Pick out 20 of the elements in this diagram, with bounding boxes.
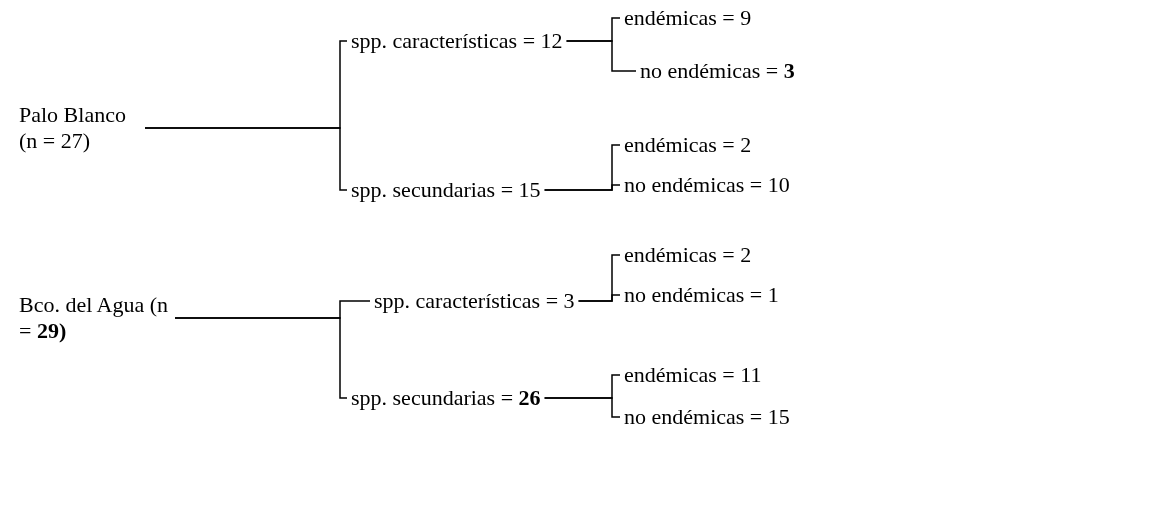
tree-label: spp. características = 3 [370,288,579,314]
bracket-connector [543,184,621,191]
tree-label: endémicas = 2 [620,132,756,158]
tree-label: no endémicas = 15 [620,404,794,430]
tree-label: endémicas = 2 [620,242,756,268]
tree-label: no endémicas = 10 [620,172,794,198]
tree-label: spp. secundarias = 15 [347,177,545,203]
bracket-connector [174,317,348,399]
tree-label: endémicas = 9 [620,5,756,31]
tree-label: endémicas = 11 [620,362,766,388]
tree-label: spp. secundarias = 26 [347,385,545,411]
tree-label: no endémicas = 3 [636,58,799,84]
bracket-connector [565,40,637,72]
tree-label: no endémicas = 1 [620,282,783,308]
bracket-connector [577,294,621,302]
bracket-connector [144,127,348,191]
tree-label: Palo Blanco (n = 27) [15,102,145,154]
tree-label: spp. características = 12 [347,28,567,54]
bracket-connector [543,397,621,418]
tree-label: Bco. del Agua (n = 29) [15,292,175,344]
